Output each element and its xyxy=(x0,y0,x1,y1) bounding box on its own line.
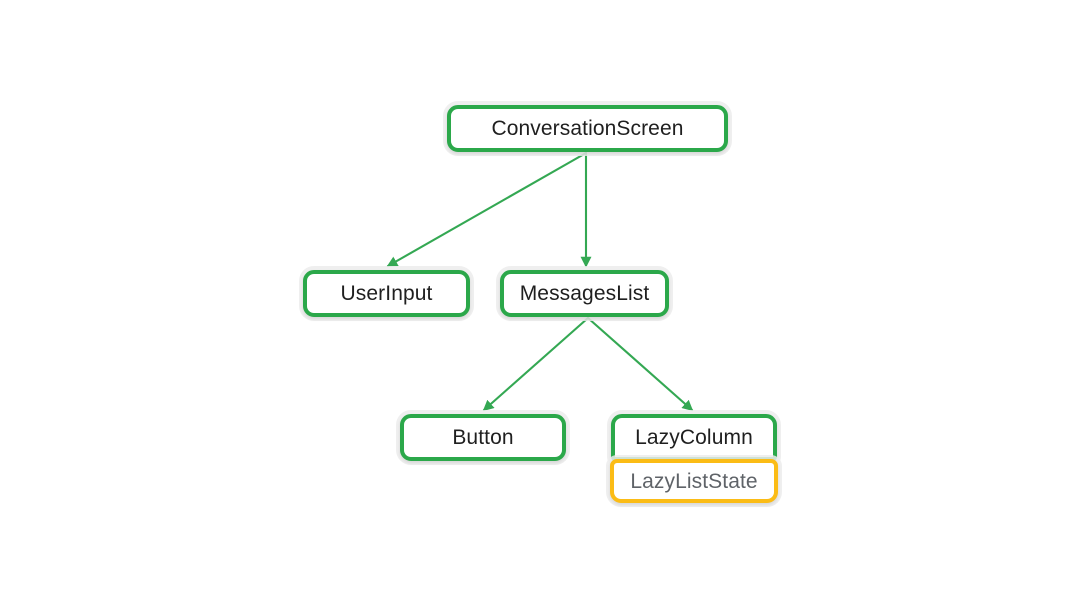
node-button[interactable]: Button xyxy=(400,414,566,461)
node-label-messages-list: MessagesList xyxy=(519,282,650,305)
node-label-lazy-column: LazyColumn xyxy=(635,426,753,449)
node-conversation-screen[interactable]: ConversationScreen xyxy=(447,105,728,152)
edge-messageslist-to-button xyxy=(482,316,590,412)
node-label-conversation-screen: ConversationScreen xyxy=(491,117,684,140)
edge-conversation-to-userinput xyxy=(386,151,588,268)
edge-messageslist-to-lazycolumn xyxy=(586,316,694,412)
node-label-user-input: UserInput xyxy=(340,282,433,305)
node-label-lazy-list-state: LazyListState xyxy=(630,469,758,493)
node-user-input[interactable]: UserInput xyxy=(303,270,470,317)
node-messages-list[interactable]: MessagesList xyxy=(500,270,669,317)
node-lazy-column[interactable]: LazyColumn xyxy=(611,414,777,461)
node-label-button: Button xyxy=(452,426,514,449)
node-lazy-list-state[interactable]: LazyListState xyxy=(610,459,778,503)
